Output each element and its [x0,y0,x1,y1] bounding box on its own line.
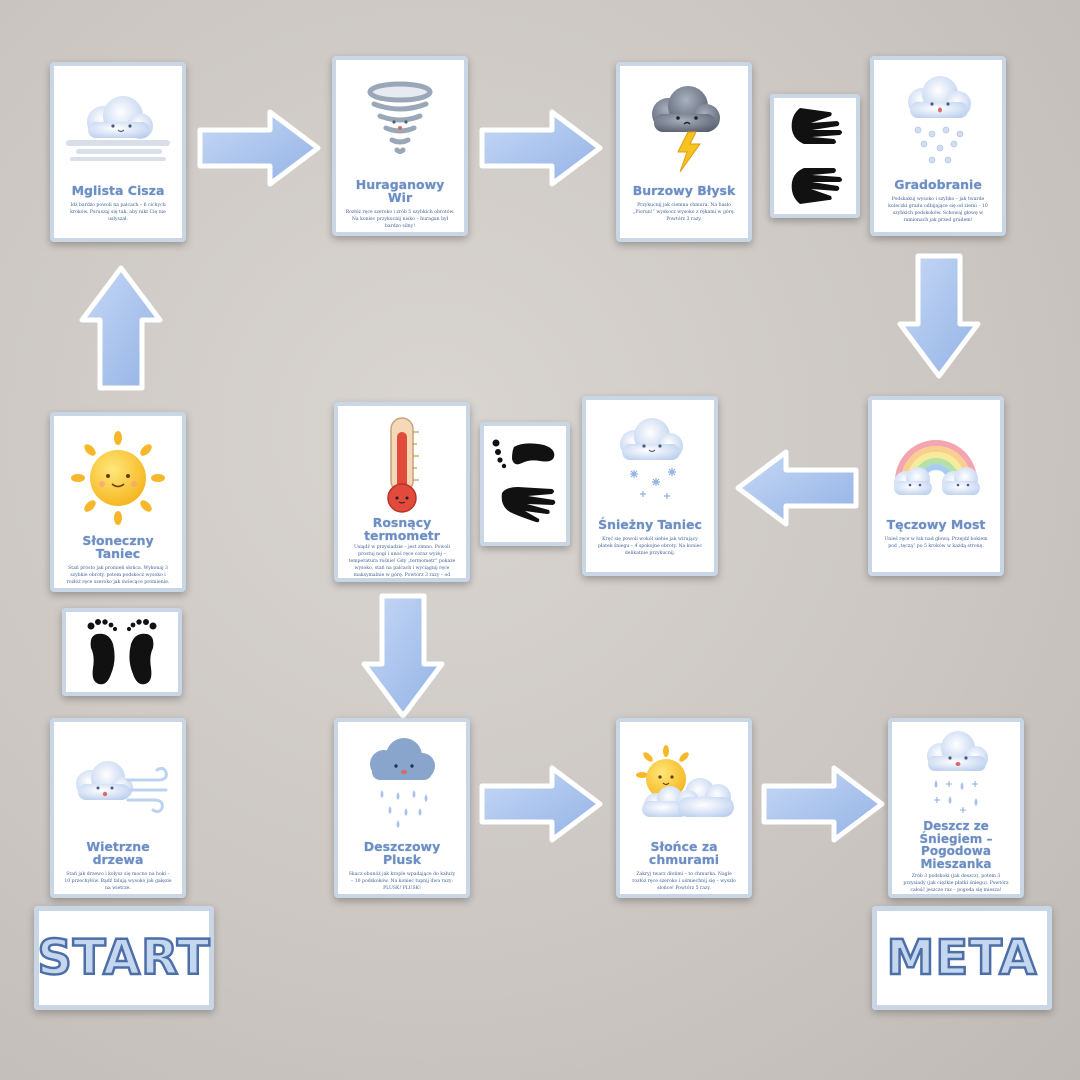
card-description: Zrób 3 podskoki (jak deszcz), potem 3 pr… [903,874,1009,894]
card-title: Gradobranie [894,177,982,192]
finish-label: META [872,906,1052,1010]
foot-hand-symbol [480,422,570,546]
card-description: Stań jak drzewo i kołysz się mocno na bo… [64,872,172,892]
card-description: Rozłóż ręce szeroko i zrób 5 szybkich ob… [345,210,455,230]
card-slonce-za-chmurami[interactable]: Słońce za chmurami Zakryj twarz dłońmi –… [616,718,752,898]
feet-icon [87,619,157,685]
card-rosnacy-termometr[interactable]: Rosnący termometr Usiądź w przysiadzie –… [334,402,470,582]
card-description: Zakryj twarz dłońmi – to chmurka. Nagle … [632,872,736,892]
thermometer-icon [338,412,466,516]
card-description: Usiądź w przysiadzie – jest zimno. Powol… [348,545,456,578]
fog-cloud-icon [54,72,182,184]
start-label: START [34,906,214,1010]
card-sloneczny-taniec[interactable]: Słoneczny Taniec Stań prosto jak promień… [50,412,186,592]
feet-symbol [62,608,182,696]
hands-symbol [770,94,860,218]
hail-cloud-icon [874,66,1002,178]
sun-icon [54,422,182,534]
hands-icon [791,108,842,204]
card-description: Unieś ręce w łuk nad głową. Przejdź boki… [884,537,988,550]
finish-text: META [885,929,1038,988]
card-title: Śnieżny Taniec [598,517,702,532]
wind-cloud-icon [54,728,182,840]
card-title: Wietrzne drzewa [86,839,150,868]
card-title: Rosnący termometr [364,515,440,544]
arrow-right [479,109,603,187]
arrow-up [79,265,163,391]
card-description: Podskakuj wysoko i szybko – jak twarde k… [888,197,988,223]
card-title: Deszcz ze Śniegiem – Pogodowa Mieszanka [919,819,993,871]
rainbow-icon [872,406,1000,518]
arrow-left [735,449,859,527]
sleet-cloud-icon [892,728,1020,820]
arrow-down [897,253,981,379]
arrow-right [197,109,321,187]
card-gradobranie[interactable]: Gradobranie Podskakuj wysoko i szybko – … [870,56,1006,236]
foot-hand-icon [492,439,556,523]
arrow-right [761,765,885,843]
card-description: Przykucnij jak ciemna chmura. Na hasło „… [632,203,736,222]
card-teczowy-most[interactable]: Tęczowy Most Unieś ręce w łuk nad głową.… [868,396,1004,576]
card-title: Słońce za chmurami [648,839,720,868]
card-mglista-cisza[interactable]: Mglista Cisza Idź bardzo powoli na palca… [50,62,186,242]
card-description: Kręć się powoli wokół siebie jak wirując… [597,537,703,556]
arrow-down [361,593,445,719]
card-deszczowy-plusk[interactable]: Deszczowy Plusk Skacz obunóż jak krople … [334,718,470,898]
tornado-icon [336,66,464,178]
card-title: Słoneczny Taniec [82,533,154,562]
rain-cloud-icon [338,728,466,840]
card-title: Mglista Cisza [71,183,165,198]
card-title: Burzowy Błysk [632,183,736,198]
snow-cloud-icon [586,406,714,518]
arrow-right [479,765,603,843]
card-title: Deszczowy Plusk [363,839,441,868]
card-description: Stań prosto jak promień słońca. Wykonaj … [66,566,170,586]
card-title: Huraganowy Wir [355,177,445,206]
card-burzowy-blysk[interactable]: Burzowy Błysk Przykucnij jak ciemna chmu… [616,62,752,242]
sun-behind-cloud-icon [620,728,748,840]
card-description: Skacz obunóż jak krople wpadające do kał… [348,872,456,892]
card-title: Tęczowy Most [886,517,986,532]
start-text: START [36,929,211,988]
storm-cloud-icon [620,72,748,184]
card-deszcz-ze-sniegiem[interactable]: Deszcz ze Śniegiem – Pogodowa Mieszanka … [888,718,1024,898]
card-description: Idź bardzo powoli na palcach – 6 cichych… [70,203,166,222]
card-sniezny-taniec[interactable]: Śnieżny Taniec Kręć się powoli wokół sie… [582,396,718,576]
card-huraganowy-wir[interactable]: Huraganowy Wir Rozłóż ręce szeroko i zró… [332,56,468,236]
card-wietrzne-drzewa[interactable]: Wietrzne drzewa Stań jak drzewo i kołysz… [50,718,186,898]
